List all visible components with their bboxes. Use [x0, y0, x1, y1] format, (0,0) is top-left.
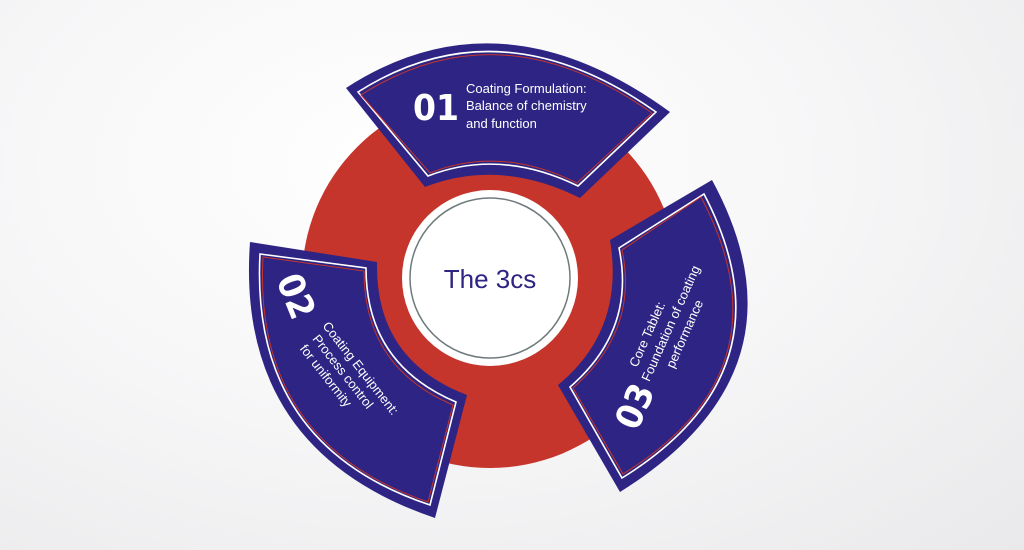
segment-01: 01 Coating Formulation: Balance of chemi… — [346, 43, 670, 198]
center-circle-outline — [409, 197, 571, 359]
center-title: The 3cs — [444, 264, 537, 294]
segment-01-line-3: and function — [466, 116, 537, 131]
segment-01-line-1: Coating Formulation: — [466, 81, 587, 96]
segment-03: 03 Core Tablet: Foundation of coating pe… — [558, 180, 748, 492]
segment-01-number: 01 — [413, 88, 459, 129]
center-circle — [402, 190, 578, 366]
segment-02: 02 Coating Equipment: Process control fo… — [248, 242, 467, 518]
segment-01-line-2: Balance of chemistry — [466, 98, 587, 113]
